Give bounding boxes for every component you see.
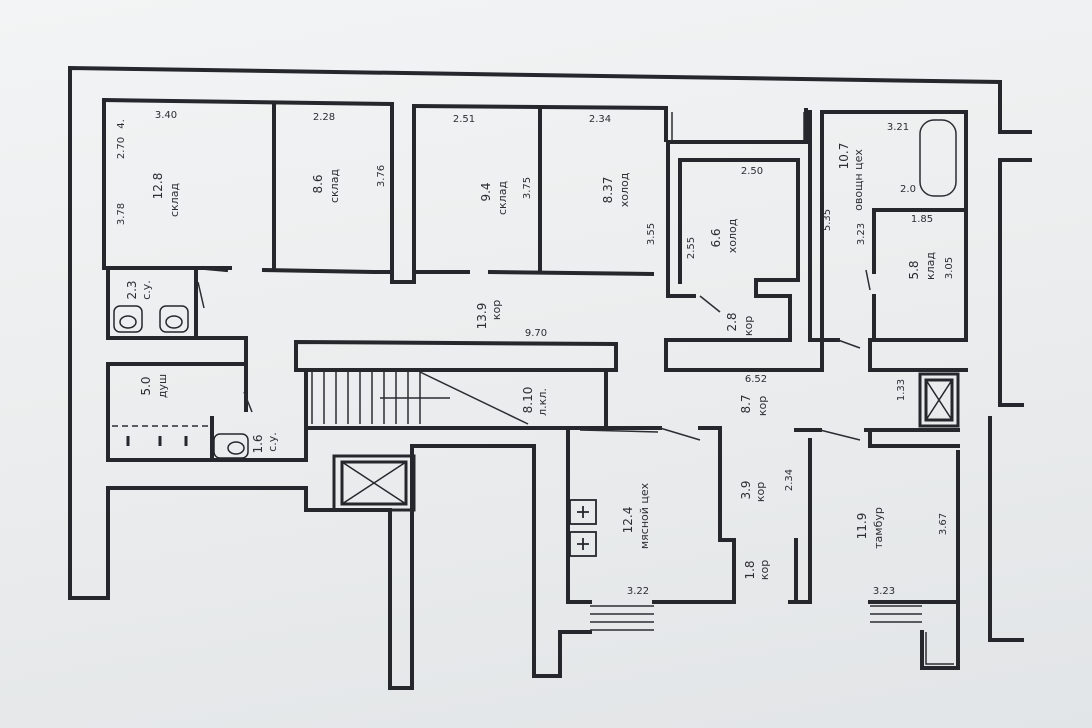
room-area: 5.8 bbox=[907, 260, 921, 279]
dimension: 3.40 bbox=[155, 110, 177, 121]
dimension: 3.05 bbox=[944, 257, 955, 279]
room-area: 12.4 bbox=[621, 507, 635, 534]
room-name: кор bbox=[490, 300, 503, 320]
elevator-shaft-left bbox=[332, 454, 416, 512]
dimension: 1.85 bbox=[911, 214, 933, 225]
dimension: 2.55 bbox=[686, 237, 697, 259]
dimension-labels: 3.40 2.28 2.51 2.34 2.50 3.21 2.70 3.78 … bbox=[116, 110, 955, 597]
dimension: 9.70 bbox=[525, 328, 547, 339]
room-area: 8.7 bbox=[739, 394, 753, 413]
room-name: склад bbox=[328, 169, 341, 203]
room-area: 1.6 bbox=[251, 434, 265, 453]
dimension: 3.23 bbox=[856, 223, 867, 245]
corner-marker: 4. bbox=[116, 119, 127, 129]
room-name: л.кл. bbox=[536, 388, 549, 416]
dimension: 3.75 bbox=[522, 177, 533, 199]
dimension: 3.67 bbox=[938, 513, 949, 535]
room-area: 3.9 bbox=[739, 480, 753, 499]
room-area: 5.0 bbox=[139, 376, 153, 395]
room-area: 10.7 bbox=[837, 143, 851, 170]
dimension: 3.21 bbox=[887, 122, 909, 133]
walls bbox=[68, 65, 1032, 690]
room-name: тамбур bbox=[872, 507, 885, 549]
dimension: 2.51 bbox=[453, 114, 475, 125]
sink-fixtures bbox=[569, 499, 597, 557]
room-name: кор bbox=[742, 316, 755, 336]
dimension: 1.33 bbox=[896, 379, 907, 401]
dimension: 5.35 bbox=[822, 209, 833, 231]
room-area: 11.9 bbox=[855, 513, 869, 540]
dimension: 2.34 bbox=[589, 114, 611, 125]
room-name: с.у. bbox=[140, 280, 153, 300]
dimension: 3.55 bbox=[646, 223, 657, 245]
room-name: овощн цех bbox=[852, 149, 865, 211]
room-name: клад bbox=[924, 252, 937, 280]
room-name: холод bbox=[726, 218, 739, 253]
room-name: кор bbox=[758, 560, 771, 580]
room-area: 8.10 bbox=[521, 387, 535, 414]
room-name: кор bbox=[754, 482, 767, 502]
toilet-fixtures bbox=[113, 305, 249, 459]
dimension: 6.52 bbox=[745, 374, 767, 385]
room-area: 13.9 bbox=[475, 303, 489, 330]
room-labels: склад 12.8 склад 8.6 склад 9.4 холод 8.3… bbox=[125, 143, 937, 581]
elevator-shaft-right bbox=[918, 372, 960, 428]
dimension: 2.0 bbox=[900, 184, 916, 195]
room-name: мясной цех bbox=[638, 482, 651, 549]
room-area: 2.8 bbox=[725, 312, 739, 331]
room-name: душ bbox=[156, 374, 169, 398]
room-area: 8.37 bbox=[601, 177, 615, 204]
dimension: 2.50 bbox=[741, 166, 763, 177]
dimension: 2.70 bbox=[116, 137, 127, 159]
room-area: 9.4 bbox=[479, 182, 493, 201]
room-name: с.у. bbox=[266, 432, 279, 452]
room-name: кор bbox=[756, 396, 769, 416]
room-area: 8.6 bbox=[311, 174, 325, 193]
dimension: 3.23 bbox=[873, 586, 895, 597]
dimension: 3.76 bbox=[376, 165, 387, 187]
detail-lines bbox=[112, 112, 957, 665]
room-name: склад bbox=[168, 183, 181, 217]
dimension: 3.22 bbox=[627, 586, 649, 597]
room-area: 1.8 bbox=[743, 560, 757, 579]
room-name: склад bbox=[496, 181, 509, 215]
room-area: 6.6 bbox=[709, 228, 723, 247]
room-name: холод bbox=[618, 172, 631, 207]
dimension: 2.28 bbox=[313, 112, 335, 123]
room-area: 12.8 bbox=[151, 173, 165, 200]
dimension: 3.78 bbox=[116, 203, 127, 225]
room-area: 2.3 bbox=[125, 280, 139, 299]
dimension: 2.34 bbox=[784, 469, 795, 491]
